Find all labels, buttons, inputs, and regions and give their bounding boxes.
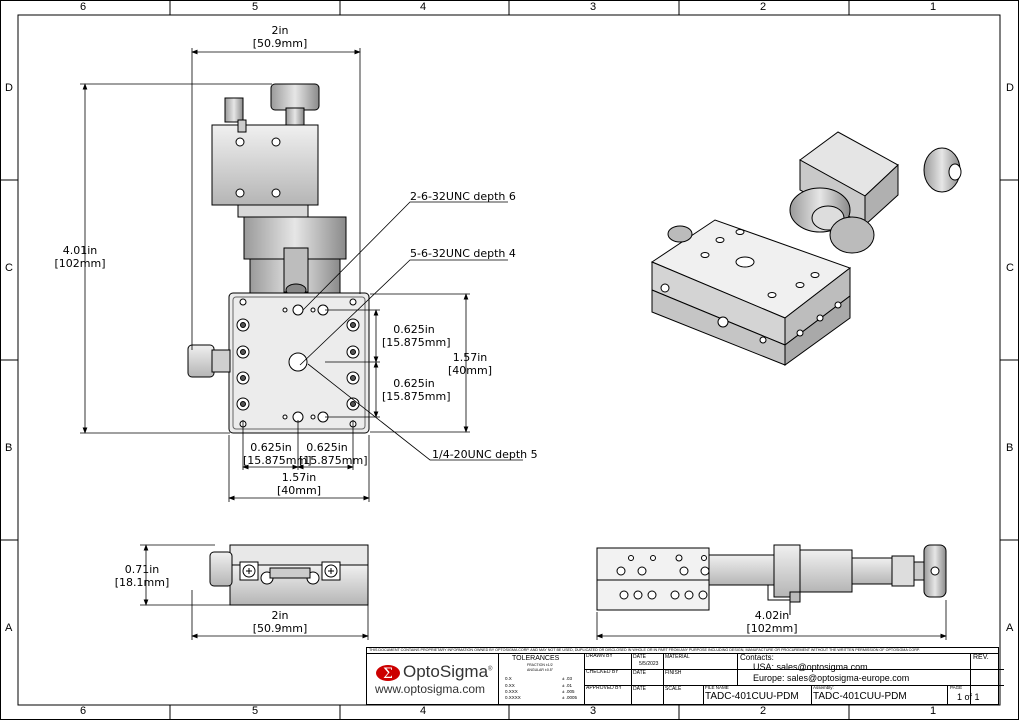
- title-block: THIS DOCUMENT CONTAINS PROPRIETARY INFOR…: [366, 647, 1004, 705]
- tolerances-title: TOLERANCES: [512, 655, 560, 662]
- page-label: PAGE: [950, 685, 963, 690]
- scale-label: SCALE: [665, 686, 682, 692]
- tol-row-label-1: 0.XX: [505, 683, 515, 688]
- dim-hole-h2: 0.625in[15.875mm]: [299, 441, 368, 467]
- date-value: 5/5/2023: [639, 661, 659, 667]
- tol-row-label-3: 0.XXXX: [505, 695, 521, 700]
- zone-row-c: C: [5, 262, 13, 274]
- rev-label: REV.: [973, 654, 989, 661]
- zone-col-6: 6: [80, 1, 87, 13]
- zone-row-c-right: C: [1006, 262, 1014, 274]
- checked-by-label: CHECKED BY: [586, 669, 619, 675]
- optosigma-logo-icon: Σ: [376, 665, 400, 682]
- file-name: TADC-401CUU-PDM: [705, 691, 799, 702]
- isometric-view: [650, 131, 962, 366]
- dim-side-width: 4.02in[102mm]: [746, 609, 798, 635]
- assembly-label: Assembly:: [813, 685, 834, 690]
- dim-top-width: 2in[50.9mm]: [252, 24, 308, 50]
- dimension-lines: [80, 48, 523, 502]
- date-label-2: DATE: [633, 670, 646, 676]
- dim-hole-h1: 0.625in[15.875mm]: [243, 441, 312, 467]
- dim-front-height: 0.71in[18.1mm]: [114, 563, 170, 589]
- dim-height-left: 4.01in[102mm]: [54, 244, 106, 270]
- zone-row-a: A: [5, 622, 13, 634]
- page-value: 1 of 1: [957, 692, 980, 702]
- file-name-label: FILE NAME: [705, 685, 729, 690]
- approved-by-label: APPROVED BY: [586, 685, 622, 691]
- dim-hole-v1: 0.625in[15.875mm]: [382, 323, 451, 349]
- zone-col-2: 2: [760, 1, 767, 13]
- zone-col-1-bottom: 1: [930, 705, 937, 717]
- tol-row-value-2: ± .005: [562, 689, 575, 694]
- zone-col-4: 4: [420, 1, 427, 13]
- tol-row-value-3: ± .0005: [562, 695, 577, 700]
- zone-row-b-right: B: [1006, 442, 1014, 454]
- dim-platform-width: 1.57in[40mm]: [276, 471, 321, 497]
- contact-usa[interactable]: USA: sales@optosigma.com: [753, 662, 868, 672]
- callout-thread-1: 2-6-32UNC depth 6: [410, 190, 516, 203]
- contact-europe[interactable]: Europe: sales@optosigma-europe.com: [753, 673, 910, 683]
- callout-thread-3: 1/4-20UNC depth 5: [432, 448, 538, 461]
- proprietary-notice: THIS DOCUMENT CONTAINS PROPRIETARY INFOR…: [369, 648, 920, 652]
- tol-fraction: FRACTION ±1/2: [527, 663, 553, 667]
- material-label: MATERIAL: [665, 654, 690, 660]
- zone-row-b: B: [5, 442, 13, 454]
- zone-col-4-bottom: 4: [420, 705, 427, 717]
- tol-row-label-0: 0.X: [505, 676, 512, 681]
- zone-row-d-right: D: [1006, 82, 1014, 94]
- zone-col-2-bottom: 2: [760, 705, 767, 717]
- side-view: [596, 544, 947, 615]
- tol-row-value-1: ± .01: [562, 683, 572, 688]
- zone-row-d: D: [5, 82, 13, 94]
- zone-col-5: 5: [252, 1, 259, 13]
- callout-thread-2: 5-6-32UNC depth 4: [410, 247, 516, 260]
- dim-front-width: 2in[50.9mm]: [252, 609, 308, 635]
- svg-text:Σ: Σ: [383, 666, 393, 682]
- assembly-name: TADC-401CUU-PDM: [813, 691, 907, 702]
- zone-col-6-bottom: 6: [80, 705, 87, 717]
- drawn-by-label: DRAWN BY: [586, 653, 613, 659]
- zone-col-1: 1: [930, 1, 937, 13]
- zone-col-5-bottom: 5: [252, 705, 259, 717]
- dim-hole-v2: 0.625in[15.875mm]: [382, 377, 451, 403]
- tol-angular: ANGULAR ±0.5°: [527, 668, 554, 672]
- brand-name: OptoSigma®: [403, 662, 493, 681]
- dim-platform-height: 1.57in[40mm]: [448, 351, 493, 377]
- brand-website[interactable]: www.optosigma.com: [375, 682, 486, 696]
- zone-row-a-right: A: [1006, 622, 1014, 634]
- date-label-3: DATE: [633, 686, 646, 692]
- top-view: [187, 83, 370, 434]
- brand-logo: Σ: [375, 664, 401, 687]
- tol-row-label-2: 0.XXX: [505, 689, 518, 694]
- contacts-label: Contacts:: [740, 653, 774, 662]
- tol-row-value-0: ± .03: [562, 676, 572, 681]
- date-label: DATE: [633, 654, 646, 660]
- finish-label: FINISH: [665, 670, 682, 676]
- zone-col-3-bottom: 3: [590, 705, 597, 717]
- zone-col-3: 3: [590, 1, 597, 13]
- front-view: [209, 544, 369, 606]
